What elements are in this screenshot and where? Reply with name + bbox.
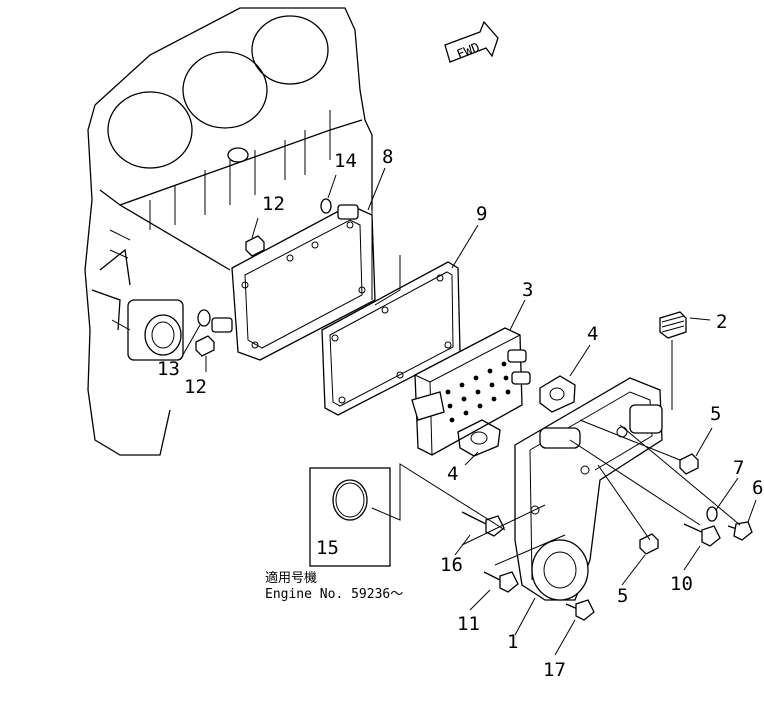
callout-10: 10 <box>670 573 693 595</box>
part-12-plug-upper <box>245 235 265 257</box>
leader-lines <box>179 167 757 656</box>
serial-note-en: Engine No. 59236～ <box>265 587 403 602</box>
callout-17: 17 <box>543 659 566 681</box>
callout-labels: 1 2 3 4 4 5 5 6 7 8 9 10 11 12 12 13 14 … <box>157 146 763 681</box>
part-8-cover <box>211 204 376 361</box>
part-14-o-ring <box>320 198 332 214</box>
callout-11: 11 <box>457 613 480 635</box>
callout-7: 7 <box>733 457 744 479</box>
callout-2: 2 <box>716 311 727 333</box>
serial-note: 適用号機 Engine No. 59236～ <box>265 570 403 602</box>
callout-15: 15 <box>316 537 339 559</box>
fwd-direction-arrow: FWD <box>444 20 499 63</box>
callout-13: 13 <box>157 358 180 380</box>
callout-6: 6 <box>752 477 763 499</box>
callout-5-lower: 5 <box>617 585 628 607</box>
part-7-washer <box>706 506 718 522</box>
serial-note-jp: 適用号機 <box>265 570 317 586</box>
part-1-cover <box>514 377 663 601</box>
callout-14: 14 <box>334 150 357 172</box>
callout-12-upper: 12 <box>262 193 285 215</box>
callout-1: 1 <box>507 631 518 653</box>
part-4-gasket-upper <box>539 375 576 413</box>
callout-16: 16 <box>440 554 463 576</box>
part-2-plug <box>659 311 687 339</box>
part-4-gasket-lower <box>457 419 501 457</box>
part-13-o-ring <box>197 309 211 327</box>
callout-3: 3 <box>522 279 533 301</box>
part-10-bolt <box>683 523 721 547</box>
part-5-nut-upper <box>679 453 699 475</box>
part-5-nut-lower <box>639 533 659 555</box>
part-15-o-ring-box <box>309 467 391 567</box>
callout-4-upper: 4 <box>587 323 598 345</box>
callout-12-lower: 12 <box>184 376 207 398</box>
part-11-bolt <box>483 571 519 593</box>
callout-8: 8 <box>382 146 393 168</box>
callout-9: 9 <box>476 203 487 225</box>
part-6-bolt <box>727 521 753 541</box>
callout-4-lower: 4 <box>447 463 458 485</box>
part-12-plug-lower <box>195 335 215 357</box>
part-17-bolt <box>565 599 595 621</box>
callout-5-upper: 5 <box>710 403 721 425</box>
engine-block <box>84 7 373 456</box>
part-3-cooler-core <box>411 327 531 456</box>
